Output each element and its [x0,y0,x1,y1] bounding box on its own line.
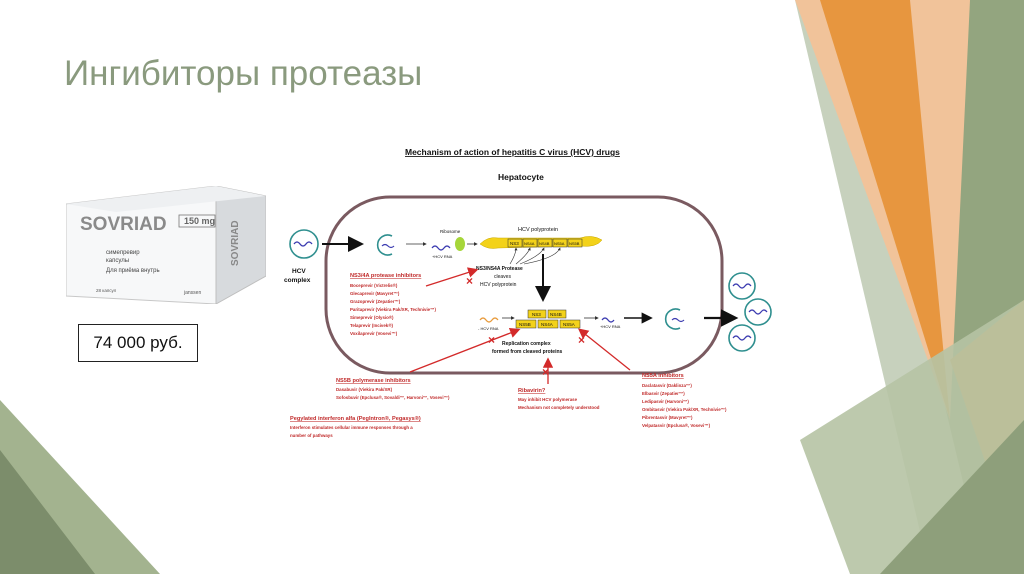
product-box-image: SOVRIAD 150 mg симепревир капсулы Для пр… [66,186,266,304]
assembly-icon [664,308,681,330]
hepatocyte-label: Hepatocyte [498,172,544,182]
uncoating-icon [376,234,393,256]
ns5b-inhibitor-list: NS5B polymerase inhibitors Dasabuvir (Vi… [336,378,450,400]
ns34a-title: NS3/4A protease inhibitors [350,273,421,279]
deco-right-bottom-dark [880,420,1024,574]
hcv-rna-label-3: +HCV RNA [600,324,621,329]
polyprotein-label: HCV polyprotein [518,227,558,233]
ns5a-drug-2: Elbasvir (Zepatier™) [642,391,685,396]
protease-note-2: cleaves [494,274,511,280]
ns5a-drug-5: Pibrentasvir (Mavyret™) [642,415,693,420]
ns34a-drug-3: Grazoprevir (Zepatier™) [350,299,401,304]
ns5a-drug-6: Velpatasvir (Epclusa®, Vosevi™) [642,423,711,428]
hcv-rna-label-2: - HCV RNA [478,326,499,331]
protease-note-3: HCV polyprotein [480,282,517,288]
released-virion-2 [744,298,772,326]
ribavirin-line-2: Mechanism not completely understood [518,405,600,410]
replication-note-2: formed from cleaved proteins [492,349,563,355]
peg-title: Pegylated interferon alfa (PegIntron®, P… [290,415,421,422]
box-dose: 150 mg [184,216,215,226]
protease-note-1: NS3/NS4A Protease [476,266,523,272]
box-side-text: SOVRIAD [230,220,241,266]
peg-line-2: number of pathways [290,433,333,438]
diagram-title: Mechanism of action of hepatitis C virus… [405,147,620,157]
ns34a-drug-1: Boceprevir (Victrelis®) [350,283,398,288]
hcv-complex-label-2: complex [284,277,311,284]
ns34a-drug-4: Paritaprevir (Viekira Pak/XR, Technivie™… [350,307,437,312]
box-line2: капсулы [106,258,129,264]
box-brand: SOVRIAD [80,214,167,235]
ns5a-title: NS5A inhibitors [642,373,684,379]
hcv-rna-label-1: +HCV RNA [432,254,453,259]
rep-bottom-3: NS5A [563,322,575,327]
box-maker: janssen [183,290,201,296]
replication-complex: NS3 NS4B NS5B NS4A NS5A [515,309,581,329]
poly-seg-2: NS4A [524,241,535,246]
ns34a-drug-2: Glecaprevir (Mavyret™) [350,291,400,296]
ns5b-title: NS5B polymerase inhibitors [336,378,411,384]
hcv-virion-icon [289,229,319,259]
poly-seg-4: NS5A [554,241,565,246]
x-mark-protease: × [466,274,473,288]
ns5a-inhibitor-list: NS5A inhibitors Daclatasvir (Daklinza™) … [642,373,727,428]
hepatocyte-cell [324,195,724,375]
hcv-complex-label-1: HCV [292,268,306,275]
ribosome-icon [455,237,465,251]
price-box: 74 000 руб. [78,324,198,362]
box-line1: симепревир [106,250,140,256]
box-line4: 28 капсул [96,288,117,293]
ns34a-drug-5: Simeprevir (Olysio®) [350,315,394,320]
poly-seg-5: NS5B [569,241,580,246]
replication-note-1: Replication complex [502,341,551,347]
ns5a-drug-1: Daclatasvir (Daklinza™) [642,383,692,388]
ns34a-drug-6: Telaprevir (Incivek®) [350,323,393,328]
ns5b-drug-1: Dasabuvir (Viekira Pak/XR) [336,387,393,392]
rep-top-1: NS3 [532,312,541,317]
peg-interferon-note: Pegylated interferon alfa (PegIntron®, P… [290,415,421,438]
released-virion-3 [728,324,756,352]
slide-title: Ингибиторы протеазы [64,54,423,93]
deco-right-orange [820,0,950,420]
rep-bottom-2: NS4A [541,322,553,327]
ns34a-drug-7: Voxilaprevir (Vosevi™) [350,331,398,336]
rep-top-2: NS4B [550,312,562,317]
x-mark-polymerase: × [488,333,495,347]
ns5b-drug-2: Sofosbuvir (Epclusa®, Sovaldi™, Harvoni™… [336,395,450,400]
ribosome-label: Ribosome [440,229,461,234]
ns34a-inhibitor-list: NS3/4A protease inhibitors Boceprevir (V… [350,273,437,336]
deco-bottom-left-dark [0,450,95,574]
ns5a-drug-3: Ledipasvir (Harvoni™) [642,399,689,404]
ribavirin-line-1: May inhibit HCV polymerase [518,397,578,402]
ns5a-drug-4: Ombitasvir (Viekira Pak/XR, Technivie™) [642,407,727,412]
released-virion-1 [728,272,756,300]
x-mark-ribavirin: × [542,365,549,379]
poly-seg-3: NS4B [539,241,550,246]
x-mark-ns5a: × [578,333,585,347]
box-line3: Для приёма внутрь [106,268,160,274]
ribavirin-title: Ribavirin? [518,388,546,394]
peg-line-1: Interferon stimulates cellular immune re… [290,425,413,430]
polyprotein-segments: NS3 NS4A NS4B NS5A NS5B [507,238,583,248]
inhibitor-arrows: × × × × [409,267,631,384]
rep-bottom-1: NS5B [519,322,531,327]
mechanism-diagram: Mechanism of action of hepatitis C virus… [284,147,772,438]
ribavirin-note: Ribavirin? May inhibit HCV polymerase Me… [518,388,600,410]
poly-seg-1: NS3 [510,241,519,246]
